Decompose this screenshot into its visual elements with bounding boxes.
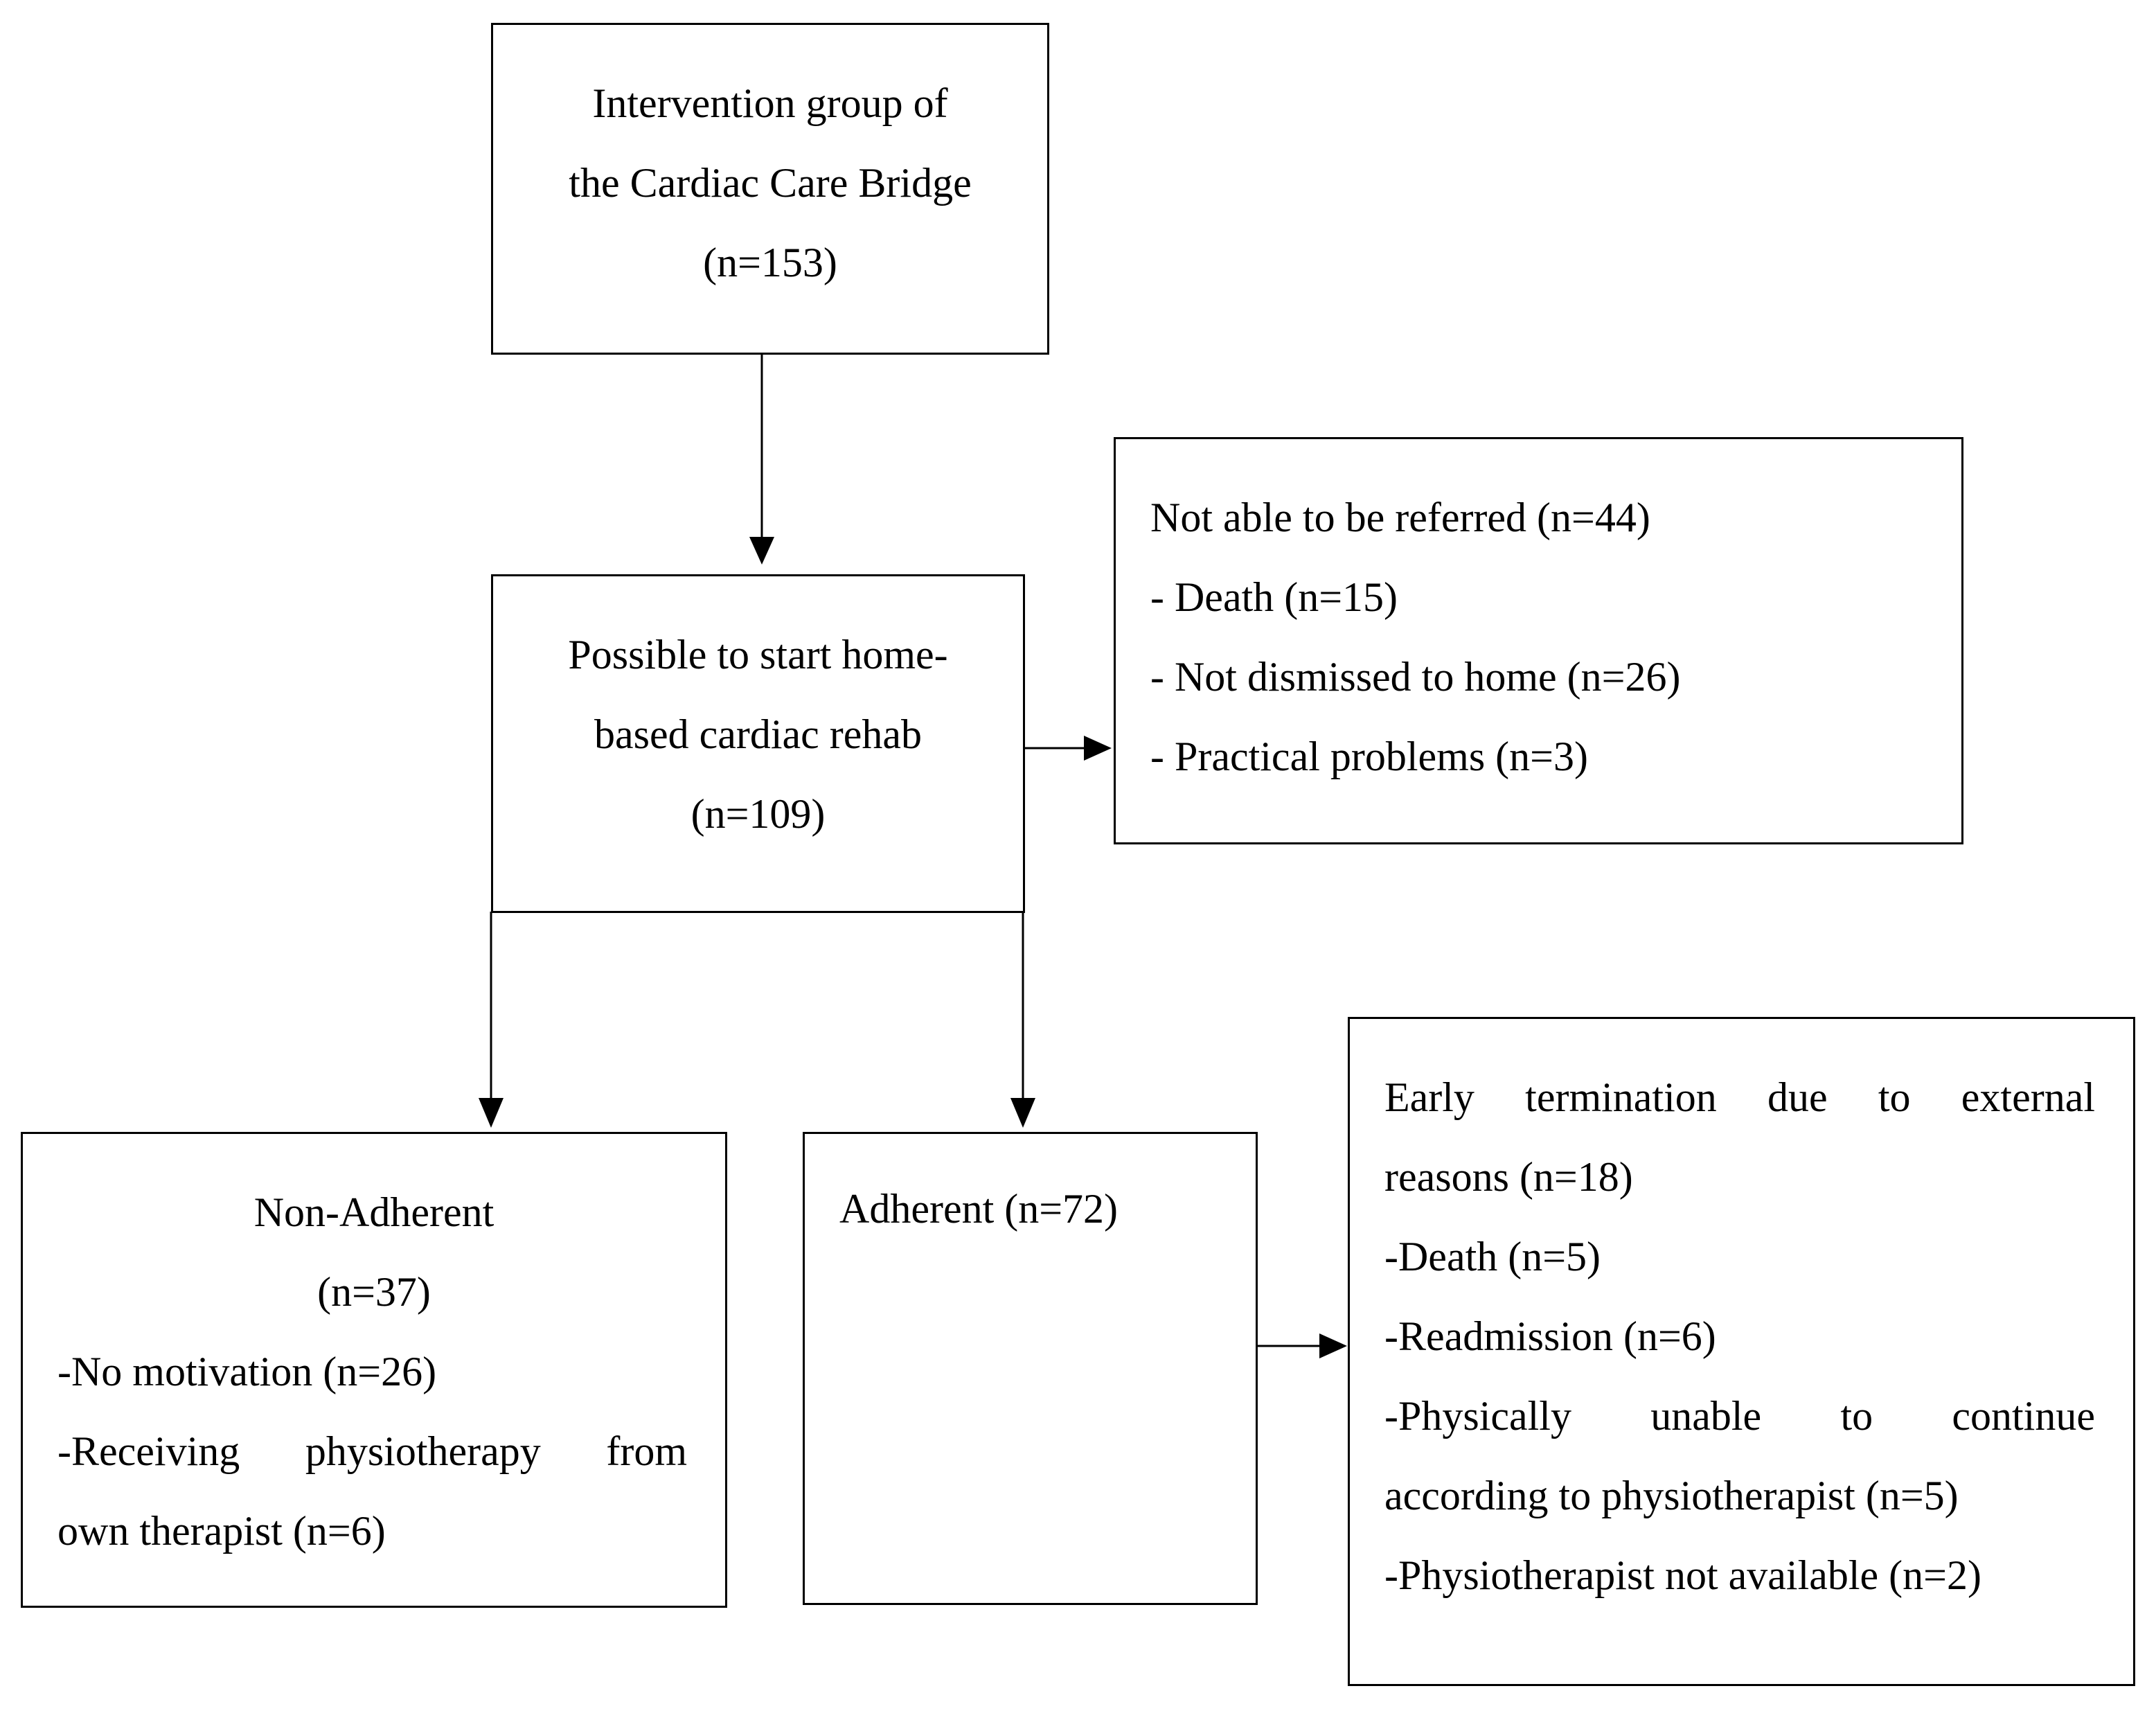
box-text: according to physiotherapist (n=5) bbox=[1384, 1473, 1959, 1518]
box-text: Possible to start home- bbox=[568, 632, 948, 677]
box-text: -No motivation (n=26) bbox=[57, 1349, 437, 1394]
box-text: own therapist (n=6) bbox=[57, 1508, 386, 1554]
box-text: -Physiotherapist not available (n=2) bbox=[1384, 1552, 1981, 1598]
box-text: - Not dismissed to home (n=26) bbox=[1150, 654, 1681, 700]
box-text: - Death (n=15) bbox=[1150, 574, 1398, 620]
box-text: (n=153) bbox=[703, 240, 837, 285]
box-text: - Practical problems (n=3) bbox=[1150, 734, 1588, 779]
box-text: Non-Adherent bbox=[253, 1189, 495, 1235]
possible-to-start-box: Possible to start home- based cardiac re… bbox=[491, 574, 1025, 913]
box-text: Adherent (n=72) bbox=[839, 1186, 1119, 1232]
adherent-box: Adherent (n=72) bbox=[803, 1132, 1258, 1605]
not-referred-box: Not able to be referred (n=44) - Death (… bbox=[1114, 437, 1963, 844]
box-text: -Receiving physiotherapy from bbox=[57, 1428, 687, 1474]
box-text: the Cardiac Care Bridge bbox=[569, 160, 972, 206]
box-text: based cardiac rehab bbox=[594, 711, 923, 757]
box-text: reasons (n=18) bbox=[1384, 1154, 1633, 1200]
box-text: (n=109) bbox=[691, 791, 826, 837]
non-adherent-box: Non-Adherent (n=37) -No motivation (n=26… bbox=[21, 1132, 727, 1608]
box-text: Intervention group of bbox=[592, 80, 948, 126]
box-text: (n=37) bbox=[317, 1269, 431, 1315]
intervention-group-box: Intervention group of the Cardiac Care B… bbox=[491, 23, 1049, 355]
box-text: Not able to be referred (n=44) bbox=[1150, 495, 1650, 540]
early-termination-box: Early termination due to external reason… bbox=[1348, 1017, 2135, 1686]
box-text: -Death (n=5) bbox=[1384, 1234, 1601, 1279]
box-text: -Physically unable to continue bbox=[1384, 1393, 2095, 1439]
box-text: -Readmission (n=6) bbox=[1384, 1313, 1716, 1359]
box-text: Early termination due to external bbox=[1384, 1074, 2095, 1120]
